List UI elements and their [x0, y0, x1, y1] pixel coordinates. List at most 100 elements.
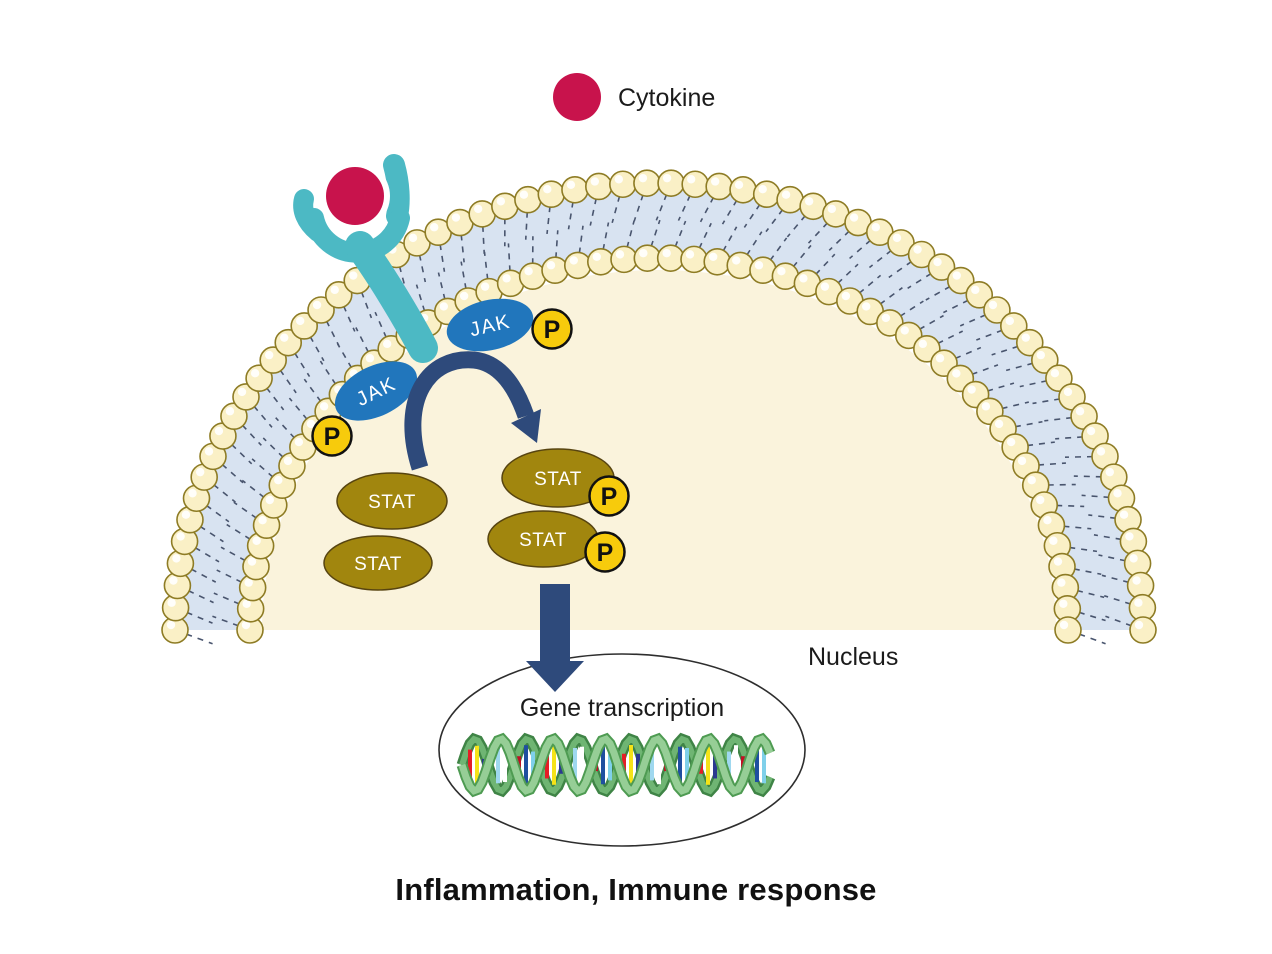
lipid-head-highlight [459, 291, 469, 301]
lipid-head [681, 170, 709, 199]
lipid-head-highlight [841, 291, 851, 301]
lipid-head-highlight [971, 285, 980, 295]
lipid-tail [1093, 534, 1122, 541]
lipid-head-highlight [1086, 426, 1096, 436]
lipid-tail [481, 225, 486, 254]
lipid-tail [1064, 455, 1094, 459]
lipid-tail [262, 437, 284, 459]
lipid-tail [1098, 554, 1127, 562]
lipid-head-highlight [502, 274, 511, 283]
lipid-head-highlight [952, 369, 961, 378]
lipid-head-highlight [258, 515, 267, 525]
lipid-head [726, 251, 755, 280]
lipid-head-highlight [265, 495, 274, 505]
lipid-head-highlight [988, 300, 998, 310]
lipid-tail [828, 230, 850, 251]
lipid-tail [849, 239, 872, 260]
lipid-tail [1037, 462, 1066, 466]
lipid-tail [355, 327, 370, 353]
lipid-tail [546, 206, 551, 235]
lipid-head-highlight [918, 339, 928, 349]
lipid-head-highlight [1017, 456, 1027, 466]
lipid-tail [786, 214, 807, 238]
lipid-head-highlight [480, 282, 490, 291]
lipid-head-highlight [204, 447, 214, 456]
lipid-head-highlight [176, 532, 185, 541]
lipid-tail [303, 378, 322, 403]
lipid-tail [253, 405, 273, 428]
lipid-tail [971, 364, 999, 376]
lipid-head-highlight [473, 204, 483, 214]
lipid-tail [925, 285, 951, 301]
lipid-tail [899, 300, 924, 318]
lipid-tail [1105, 615, 1133, 627]
lipid-tail [251, 458, 274, 478]
lipid-tail [226, 523, 251, 541]
lipid-tail [437, 272, 446, 300]
lipid-tail [1069, 546, 1098, 553]
lipid-head-highlight [710, 177, 720, 186]
lipid-head-highlight [913, 245, 922, 254]
lipid-head-highlight [1096, 447, 1106, 456]
lipid-tail [937, 330, 964, 345]
lipid-head-highlight [166, 620, 176, 630]
lipid-tail [976, 329, 1003, 341]
lipid-tail [769, 237, 788, 262]
cytokine-legend-swatch [553, 73, 601, 121]
dna-strand-front [458, 735, 774, 795]
lipid-tail [868, 249, 893, 269]
cytokine-molecule-bound [326, 167, 384, 225]
lipid-head-highlight [732, 256, 741, 265]
lipid-tail [524, 211, 529, 240]
lipid-head [561, 175, 589, 204]
lipid-tail [293, 352, 311, 377]
lipid-head-highlight [365, 354, 375, 363]
lipid-tail [187, 589, 214, 604]
lipid-tail [1063, 525, 1092, 530]
phosphate-label: P [324, 423, 341, 451]
lipid-head-highlight [1050, 368, 1060, 378]
lipid-head-highlight [639, 248, 648, 258]
lipid-head-highlight [1049, 536, 1058, 545]
lipid-tail [743, 203, 761, 228]
lipid-head-highlight [804, 197, 814, 206]
lipid-head [563, 251, 592, 280]
lipid-head [537, 180, 566, 209]
lipid-tail [241, 424, 262, 446]
lipid-head-highlight [1119, 510, 1129, 519]
lipid-head-highlight [247, 557, 257, 566]
lipid-head [705, 172, 733, 201]
lipid-head [585, 172, 613, 201]
lipid-tail [1001, 401, 1029, 410]
lipid-tail [1078, 611, 1106, 622]
lipid-head-highlight [1005, 316, 1014, 326]
lipid-tail [1055, 436, 1084, 440]
lipid-head-highlight [382, 339, 392, 349]
lipid-tail [633, 194, 644, 222]
caption-title: Inflammation, Immune response [395, 872, 877, 907]
lipid-head-highlight [1132, 576, 1141, 585]
lipid-tail [1073, 475, 1102, 478]
cytokine-receptor [293, 154, 438, 363]
lipid-head-highlight [214, 426, 224, 436]
lipid-head-highlight [519, 190, 529, 199]
lipid-head-highlight [225, 407, 235, 416]
lipid-head-highlight [967, 385, 976, 394]
lipid-tail [858, 274, 882, 294]
lipid-head-highlight [820, 282, 830, 291]
lipid-head-highlight [777, 267, 786, 276]
lipid-head [752, 180, 781, 209]
stat-label: STAT [519, 530, 567, 551]
lipid-tail [611, 195, 621, 224]
lipid-tail [186, 611, 213, 624]
lipid-tail [602, 222, 610, 251]
lipid-head-highlight [1006, 437, 1016, 447]
lipid-head-highlight [662, 248, 671, 258]
lipid-head-highlight [1027, 475, 1036, 485]
lipid-head-highlight [264, 350, 274, 360]
lipid-head [541, 256, 569, 285]
lipid-head-highlight [1129, 554, 1138, 563]
lipid-head-highlight [827, 204, 837, 214]
lipid-tail [483, 251, 489, 280]
lipid-head-highlight [1053, 557, 1063, 566]
